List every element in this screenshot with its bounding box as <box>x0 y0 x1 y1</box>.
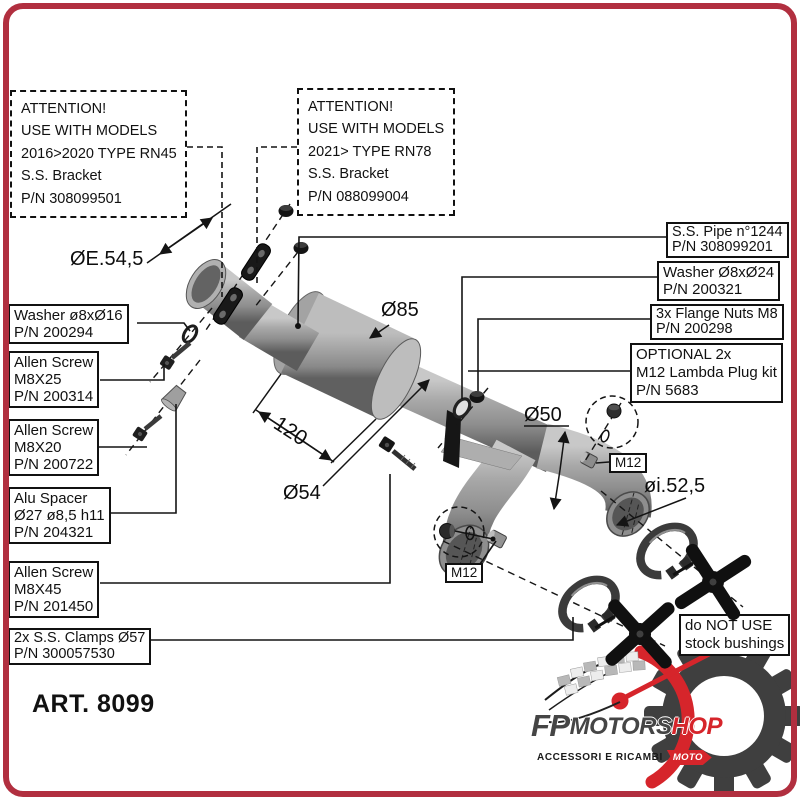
clamp-icon <box>636 522 698 580</box>
bracket-plate-icon <box>213 287 243 325</box>
dim-outlet-diameter: øi.52,5 <box>644 475 706 497</box>
bracket-fin <box>443 410 461 468</box>
label-line: Allen Screw <box>14 422 94 439</box>
optional-circle-lower <box>433 506 485 558</box>
label-line: Washer Ø8xØ24 <box>663 264 775 281</box>
label-line: P/N 201450 <box>14 598 94 615</box>
label-line: 2x S.S. Clamps Ø57 <box>14 630 146 646</box>
attention-line: P/N 308099501 <box>21 190 122 207</box>
label-line: M8X25 <box>14 371 62 388</box>
logo-tagline: ACCESSORI E RICAMBI MOTO <box>537 750 712 765</box>
allen-screw-m8x45-icon <box>378 436 417 471</box>
checkered-flag-icon <box>544 651 646 711</box>
m12-plug-upper-icon <box>600 403 622 443</box>
dimension-lines <box>146 203 687 527</box>
label-line: P/N 300057530 <box>14 645 115 662</box>
label-allen-m8x20: Allen Screw M8X20 P/N 200722 <box>8 419 100 476</box>
washer-small-icon <box>181 324 199 344</box>
logo-fp: FP <box>531 708 570 743</box>
m12-tag-lower: M12 <box>445 563 484 583</box>
label-flange-nuts: 3x Flange Nuts M8 P/N 200298 <box>650 304 784 340</box>
label-washer-8x16: Washer ø8xØ16 P/N 200294 <box>8 304 129 344</box>
label-ss-pipe: S.S. Pipe n°1244 P/N 308099201 <box>666 222 789 258</box>
attention-line: S.S. Bracket <box>308 166 389 183</box>
logo-hop: HOP <box>671 713 723 740</box>
label-line: P/N 200722 <box>14 456 94 473</box>
label-line: P/N 5683 <box>636 382 699 399</box>
label-line: P/N 308099201 <box>672 239 773 255</box>
clamp-icon <box>558 575 620 633</box>
m12-tag-upper: M12 <box>609 453 648 473</box>
label-line: P/N 200314 <box>14 388 94 405</box>
label-line: P/N 204321 <box>14 524 94 541</box>
alu-spacer-icon <box>160 384 187 412</box>
label-line: Allen Screw <box>14 564 94 581</box>
label-line: M8X45 <box>14 581 62 598</box>
bracket-plate-icon <box>241 243 271 281</box>
m12-plug-lower-icon <box>439 523 496 542</box>
warning-line: do NOT USE <box>685 617 773 634</box>
label-line: Ø27 ø8,5 h11 <box>14 507 105 524</box>
dim-inlet-diameter: ØE.54,5 <box>70 248 144 270</box>
attention-box-rn78: ATTENTION! USE WITH MODELS 2021> TYPE RN… <box>297 88 455 217</box>
dim-branch-diameter: Ø50 <box>524 404 562 426</box>
leader-lines <box>98 146 666 641</box>
flange-nut-icon <box>278 205 294 217</box>
dim-body-diameter: Ø85 <box>381 299 419 321</box>
fasteners <box>125 203 744 647</box>
label-line: 3x Flange Nuts M8 <box>656 306 778 322</box>
label-line: S.S. Pipe n°1244 <box>672 224 783 240</box>
attention-line: ATTENTION! <box>21 101 107 117</box>
label-washer-8x24: Washer Ø8xØ24 P/N 200321 <box>657 261 781 301</box>
label-allen-m8x25: Allen Screw M8X25 P/N 200314 <box>8 351 100 408</box>
attention-line: ATTENTION! <box>308 99 394 115</box>
label-lambda-kit: OPTIONAL 2x M12 Lambda Plug kit P/N 5683 <box>630 343 783 403</box>
inlet-face <box>185 259 227 309</box>
label-line: Alu Spacer <box>14 490 88 507</box>
label-allen-m8x45: Allen Screw M8X45 P/N 201450 <box>8 561 100 618</box>
article-number: ART. 8099 <box>32 690 155 718</box>
label-line: P/N 200298 <box>656 321 733 337</box>
washer-large-icon <box>452 397 472 419</box>
flange-nut-icon <box>293 242 309 254</box>
attention-line: S.S. Bracket <box>21 168 102 185</box>
label-alu-spacer: Alu Spacer Ø27 ø8,5 h11 P/N 204321 <box>8 487 111 544</box>
label-line: M8X20 <box>14 439 62 456</box>
label-line: M12 Lambda Plug kit <box>636 364 777 381</box>
label-line: OPTIONAL 2x <box>636 346 732 363</box>
optional-circle-upper <box>585 395 639 449</box>
label-line: P/N 200321 <box>663 281 743 298</box>
attention-line: USE WITH MODELS <box>21 123 158 140</box>
label-line: Washer ø8xØ16 <box>14 307 123 324</box>
logo-motors: MOTORS <box>569 713 672 740</box>
attention-line: USE WITH MODELS <box>308 121 445 138</box>
warning-line: stock bushings <box>685 635 785 652</box>
speedometer-needle-icon <box>548 651 712 724</box>
flange-nut-icon <box>469 391 485 403</box>
lambda-boss-upper <box>580 451 598 469</box>
attention-box-rn45: ATTENTION! USE WITH MODELS 2016>2020 TYP… <box>10 90 187 219</box>
label-line: Allen Screw <box>14 354 94 371</box>
allen-screw-m8x20-icon <box>132 414 163 442</box>
label-clamps: 2x S.S. Clamps Ø57 P/N 300057530 <box>8 628 152 665</box>
attention-line: 2016>2020 TYPE RN45 <box>21 145 177 162</box>
dim-pipe-diameter: Ø54 <box>283 482 321 504</box>
tagline-text: ACCESSORI E RICAMBI <box>537 752 663 763</box>
attention-line: P/N 088099004 <box>308 188 409 205</box>
warning-box: do NOT USE stock bushings <box>679 614 791 656</box>
tagline-moto-arrow: MOTO <box>666 750 712 765</box>
label-line: P/N 200294 <box>14 324 94 341</box>
attention-line: 2021> TYPE RN78 <box>308 143 432 160</box>
